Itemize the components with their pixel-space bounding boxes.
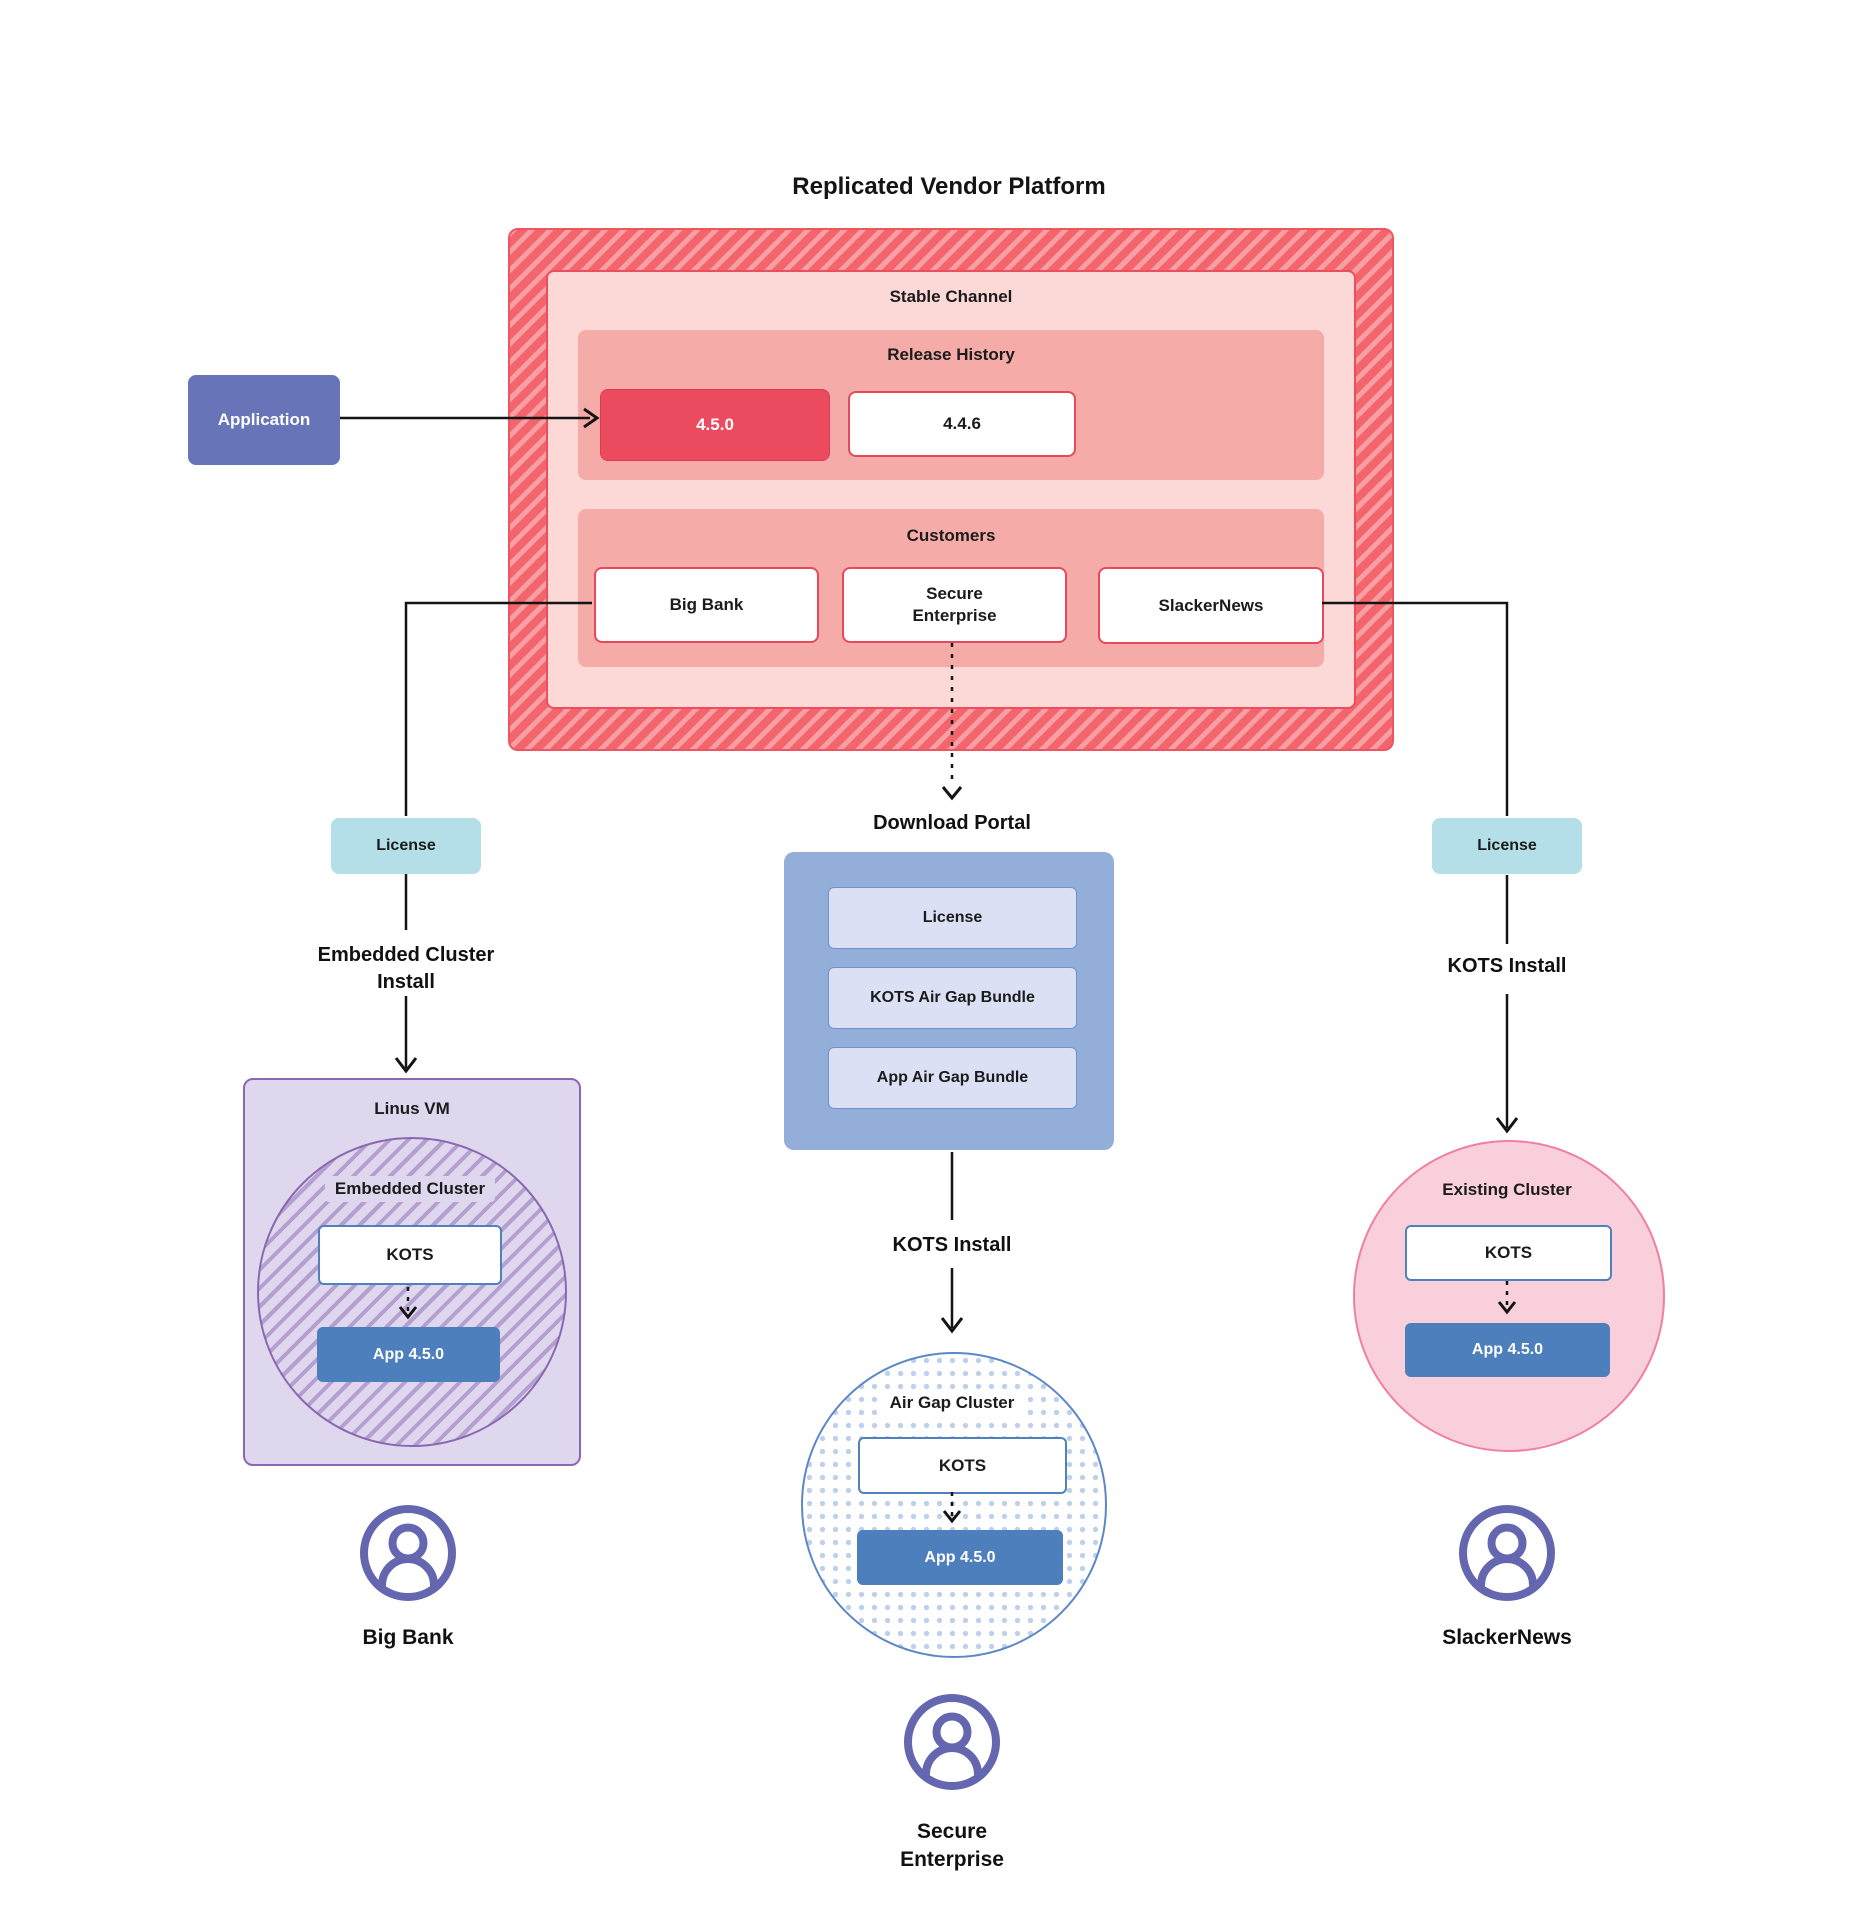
arrowhead-airgap-cluster (940, 1317, 964, 1334)
customer-slackernews: SlackerNews (1098, 567, 1324, 644)
existing-cluster-label: Existing Cluster (1442, 1180, 1572, 1199)
slackernews-user-label: SlackerNews (1442, 1626, 1572, 1649)
air-gap-cluster-label: Air Gap Cluster (879, 1390, 1025, 1416)
license-box-right: License (1432, 818, 1582, 874)
portal-item-kots-airgap-bundle: KOTS Air Gap Bundle (828, 967, 1077, 1029)
release-history-box: Release History 4.5.0 4.4.6 (578, 330, 1324, 480)
portal-item-app-airgap-bundle: App Air Gap Bundle (828, 1047, 1077, 1109)
kots-box-middle: KOTS (858, 1437, 1067, 1494)
big-bank-user-label: Big Bank (362, 1626, 454, 1649)
arrowhead-existing-cluster (1495, 1117, 1519, 1134)
kots-install-label-right: KOTS Install (1447, 955, 1567, 977)
customer-secure-enterprise: Secure Enterprise (842, 567, 1067, 643)
release-version-4-5-0: 4.5.0 (600, 389, 830, 461)
application-box: Application (188, 375, 340, 465)
app-box-middle: App 4.5.0 (857, 1530, 1063, 1585)
portal-item-license: License (828, 887, 1077, 949)
kots-install-label-middle: KOTS Install (892, 1234, 1012, 1256)
customers-label: Customers (906, 526, 996, 545)
customer-secure-enterprise-label: Secure Enterprise (912, 584, 997, 625)
arrowhead-portal (941, 786, 963, 801)
release-version-4-4-6: 4.4.6 (848, 391, 1076, 457)
customers-box: Customers Big Bank Secure Enterprise Sla… (578, 509, 1324, 667)
license-box-left: License (331, 818, 481, 874)
release-history-label: Release History (887, 345, 1015, 364)
customer-big-bank: Big Bank (594, 567, 819, 643)
existing-cluster-circle (1353, 1140, 1665, 1452)
secure-enterprise-user-label: Secure Enterprise (900, 1820, 1004, 1871)
embedded-cluster-label: Embedded Cluster (324, 1176, 496, 1202)
download-portal-box: License KOTS Air Gap Bundle App Air Gap … (784, 852, 1114, 1150)
kots-box-right: KOTS (1405, 1225, 1612, 1281)
slackernews-user-icon (1457, 1503, 1557, 1603)
embedded-cluster-install-label: Embedded Cluster Install (317, 944, 495, 993)
arrowhead-vm (394, 1057, 418, 1074)
vendor-platform-container: Stable Channel Release History 4.5.0 4.4… (508, 228, 1394, 751)
download-portal-title: Download Portal (873, 812, 1031, 834)
secure-enterprise-user-icon (902, 1692, 1002, 1792)
kots-box-left: KOTS (318, 1225, 502, 1285)
linus-vm-label: Linus VM (374, 1099, 450, 1118)
diagram-title: Replicated Vendor Platform (792, 173, 1106, 200)
app-box-left: App 4.5.0 (317, 1327, 500, 1382)
stable-channel-box: Stable Channel Release History 4.5.0 4.4… (546, 270, 1356, 709)
stable-channel-label: Stable Channel (889, 287, 1013, 306)
app-box-right: App 4.5.0 (1405, 1323, 1610, 1377)
big-bank-user-icon (358, 1503, 458, 1603)
